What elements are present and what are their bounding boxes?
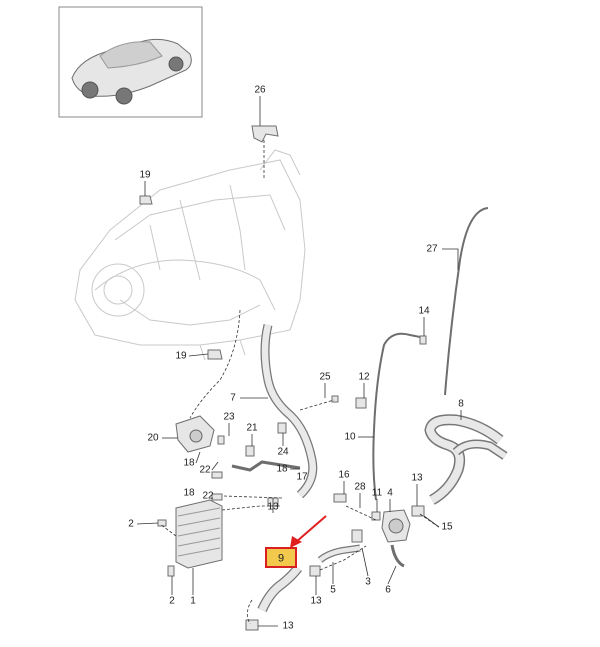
callout-c18c[interactable]: 18 <box>183 488 195 499</box>
highlight-box <box>265 547 297 568</box>
callout-c13b[interactable]: 13 <box>267 502 279 513</box>
callout-c21[interactable]: 21 <box>246 423 258 434</box>
line-part <box>444 207 489 396</box>
callout-c13c[interactable]: 13 <box>310 596 322 607</box>
callout-c10[interactable]: 10 <box>344 432 356 443</box>
transmission-ghost <box>74 149 306 361</box>
oil-cooler-part <box>175 499 223 569</box>
callout-c22a[interactable]: 22 <box>199 465 211 476</box>
callout-c5[interactable]: 5 <box>330 585 336 596</box>
callout-c7[interactable]: 7 <box>230 393 236 404</box>
callout-c2b[interactable]: 2 <box>169 596 175 607</box>
callout-c18b[interactable]: 18 <box>276 464 288 475</box>
hose-part <box>261 324 316 498</box>
callout-c6[interactable]: 6 <box>385 585 391 596</box>
callout-c3[interactable]: 3 <box>365 577 371 588</box>
hose-part <box>318 545 361 562</box>
callout-c4[interactable]: 4 <box>387 488 393 499</box>
highlight-label: 9 <box>278 553 284 565</box>
callout-c16[interactable]: 16 <box>338 470 350 481</box>
grommet-part <box>139 195 153 205</box>
callout-c18a[interactable]: 18 <box>183 458 195 469</box>
callout-c19a[interactable]: 19 <box>139 170 151 181</box>
callout-c20[interactable]: 20 <box>147 433 159 444</box>
leader-lines <box>136 96 462 627</box>
bracket-part <box>251 125 279 143</box>
callout-c13d[interactable]: 13 <box>282 621 294 632</box>
small-fasteners <box>157 335 427 631</box>
callout-c25[interactable]: 25 <box>319 372 331 383</box>
callout-c17[interactable]: 17 <box>296 472 308 483</box>
callout-c22b[interactable]: 22 <box>202 491 214 502</box>
callout-c23[interactable]: 23 <box>223 412 235 423</box>
arrow-icon <box>290 515 327 548</box>
callout-c27[interactable]: 27 <box>426 244 438 255</box>
callout-c2a[interactable]: 2 <box>128 519 134 530</box>
callout-c28[interactable]: 28 <box>354 482 366 493</box>
callout-c8[interactable]: 8 <box>458 399 464 410</box>
car-thumbnail <box>58 6 203 118</box>
callout-c19b[interactable]: 19 <box>175 351 187 362</box>
callout-c24[interactable]: 24 <box>277 447 289 458</box>
callout-c11[interactable]: 11 <box>372 488 383 499</box>
callout-c15[interactable]: 15 <box>441 522 453 533</box>
callout-c13a[interactable]: 13 <box>411 473 423 484</box>
line-part <box>372 332 426 501</box>
highlight-callout[interactable]: 9 <box>265 547 297 568</box>
hose-part <box>258 565 301 612</box>
callout-c1[interactable]: 1 <box>190 596 196 607</box>
hose-part <box>425 415 503 504</box>
callout-c14[interactable]: 14 <box>418 306 430 317</box>
callout-c26[interactable]: 26 <box>254 85 266 96</box>
grommet-part <box>207 349 223 360</box>
callout-c12[interactable]: 12 <box>358 372 370 383</box>
thermostat-part <box>381 509 411 568</box>
pipe-part <box>231 460 301 472</box>
